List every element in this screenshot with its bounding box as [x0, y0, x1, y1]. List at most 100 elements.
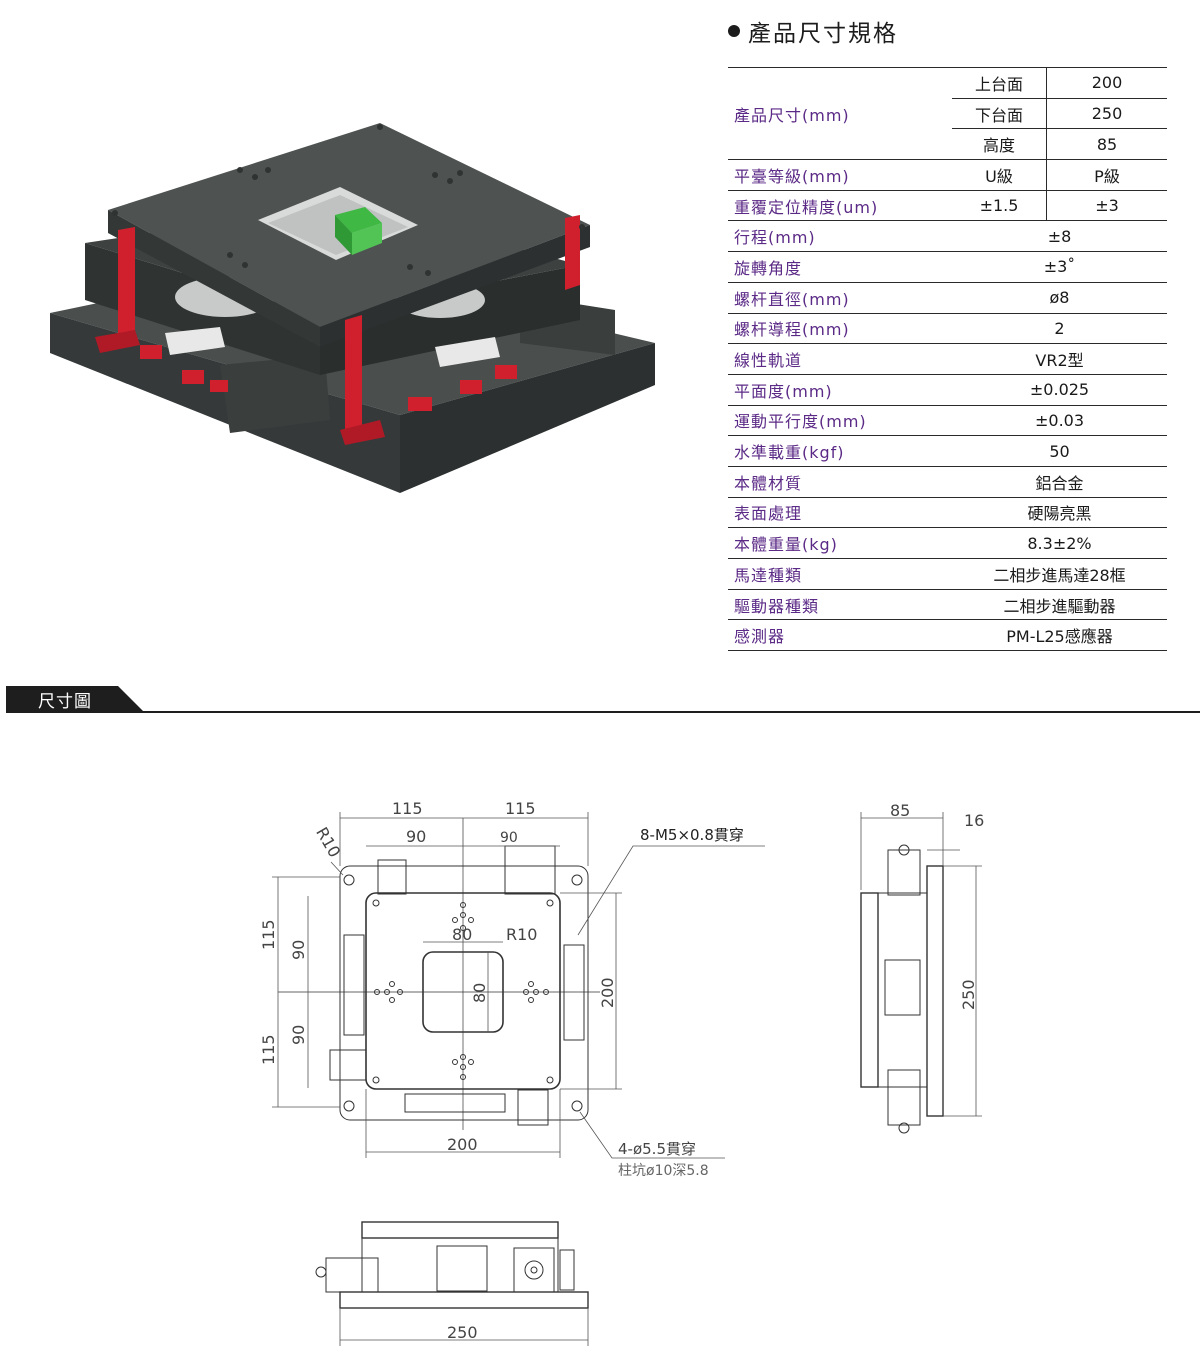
cell-value: ±3˚	[952, 251, 1167, 283]
dim-label: 90	[406, 827, 426, 846]
top-plate-front	[108, 210, 320, 347]
front-sensor	[559, 1249, 575, 1291]
sub-label: 下台面	[952, 98, 1047, 130]
bullet-icon	[728, 25, 740, 37]
product-illustration	[50, 123, 655, 493]
rail-outline	[404, 1093, 506, 1113]
side-dimension-lines	[860, 812, 982, 1117]
mount-note: 柱坑ø10深5.8	[618, 1163, 709, 1179]
dimension-section-header	[6, 686, 1200, 713]
motor-outline	[377, 859, 407, 895]
spec-table: 上台面 200 產品尺寸(mm) 下台面 250 高度 85 平臺等級(mm) …	[728, 67, 1167, 652]
table-row: 重覆定位精度(um) ±1.5 ±3	[728, 190, 1167, 222]
cell-value: 200	[1046, 67, 1167, 99]
dim-label: 90	[289, 1025, 308, 1045]
dim-label: 115	[392, 799, 423, 818]
dim-label: 90	[289, 940, 308, 960]
table-row: 平面度(mm)±0.025	[728, 374, 1167, 406]
table-row: 高度 85	[728, 128, 1167, 161]
cell-value: 85	[1046, 128, 1167, 161]
red-block	[210, 380, 228, 392]
red-bracket	[118, 227, 135, 340]
row-label: 表面處理	[728, 497, 952, 529]
cell-value: 250	[1046, 98, 1167, 130]
side-top-plate	[860, 892, 879, 1088]
dim-label: 250	[447, 1323, 478, 1342]
table-row: 馬達種類二相步進馬達28框	[728, 558, 1167, 590]
table-row: 行程(mm)±8	[728, 220, 1167, 253]
side-component	[884, 959, 921, 1016]
mount-hole	[372, 1076, 380, 1084]
row-label: 運動平行度(mm)	[728, 405, 952, 437]
green-sensor	[352, 223, 382, 255]
cell-value: 二相步進驅動器	[952, 589, 1167, 621]
hole-cluster	[374, 902, 549, 1080]
mount-hole	[546, 1076, 554, 1084]
front-dimension-lines	[339, 1308, 589, 1346]
table-row: 本體重量(kg)8.3±2%	[728, 527, 1167, 559]
cell-value: 2	[952, 313, 1167, 345]
mount-note: 4-ø5.5貫穿	[618, 1140, 696, 1158]
row-label: 平面度(mm)	[728, 374, 952, 406]
side-knob	[898, 844, 910, 856]
side-knob	[898, 1122, 910, 1134]
front-component	[513, 1247, 555, 1293]
table-row: 上台面 200	[728, 67, 1167, 99]
dim-label: R10	[506, 925, 537, 944]
top-view	[278, 818, 600, 1130]
motor-outline	[517, 1089, 549, 1126]
side-motor	[887, 849, 921, 896]
table-row: 產品尺寸(mm) 下台面 250	[728, 98, 1167, 130]
cell-value: 50	[952, 435, 1167, 467]
sub-label: 高度	[952, 128, 1047, 161]
front-view	[315, 1221, 589, 1309]
dim-label: 80	[470, 983, 489, 1003]
cell-value: ±0.03	[952, 405, 1167, 437]
table-row: 運動平行度(mm)±0.03	[728, 405, 1167, 437]
cell-value: P級	[1046, 159, 1167, 191]
front-body	[361, 1237, 559, 1293]
mount-hole	[343, 874, 355, 886]
dimension-drawings: 115 115 90 90 R10 8-M5×0.8貫穿 115 115 90 …	[259, 799, 984, 1346]
sensor-bracket	[165, 327, 225, 355]
table-row: 旋轉角度±3˚	[728, 251, 1167, 283]
hole-note: 8-M5×0.8貫穿	[640, 826, 744, 844]
dim-label: 80	[452, 925, 472, 944]
side-base	[926, 865, 944, 1117]
mount-hole	[343, 1100, 355, 1112]
cell-value: ±0.025	[952, 374, 1167, 406]
green-sensor	[335, 207, 382, 233]
table-row: 表面處理硬陽亮黑	[728, 497, 1167, 529]
row-label: 本體材質	[728, 466, 952, 498]
row-label: 產品尺寸(mm)	[734, 105, 850, 125]
mount-hole	[546, 899, 554, 907]
mount-hole	[571, 874, 583, 886]
row-label: 平臺等級(mm)	[728, 159, 952, 191]
dim-label: 250	[959, 979, 978, 1010]
row-label: 驅動器種類	[728, 589, 952, 621]
row-label: 螺杆導程(mm)	[728, 313, 952, 345]
red-bracket	[565, 215, 580, 290]
dim-label: 115	[505, 799, 536, 818]
dimension-labels: 115 115 90 90 R10 8-M5×0.8貫穿 115 115 90 …	[259, 799, 744, 1179]
table-row: 螺杆導程(mm)2	[728, 313, 1167, 345]
red-bracket	[345, 315, 362, 437]
red-block	[495, 365, 517, 379]
side-motor	[887, 1069, 921, 1126]
motor-outline	[504, 845, 556, 895]
cell-value: ±1.5	[952, 190, 1047, 222]
spec-title: 產品尺寸規格	[748, 21, 898, 47]
mount-hole	[372, 899, 380, 907]
row-label: 重覆定位精度(um)	[728, 190, 952, 222]
header-tab	[6, 686, 144, 712]
cell-value: ±8	[952, 220, 1167, 253]
red-block	[182, 370, 204, 384]
rail-outline	[343, 934, 365, 1036]
table-row: 螺杆直徑(mm)ø8	[728, 282, 1167, 314]
cell-value: ±3	[1046, 190, 1167, 222]
dim-label: 115	[259, 919, 278, 950]
row-label: 線性軌道	[728, 343, 952, 375]
dimension-lines	[272, 812, 765, 1159]
dim-label: 85	[890, 801, 910, 820]
